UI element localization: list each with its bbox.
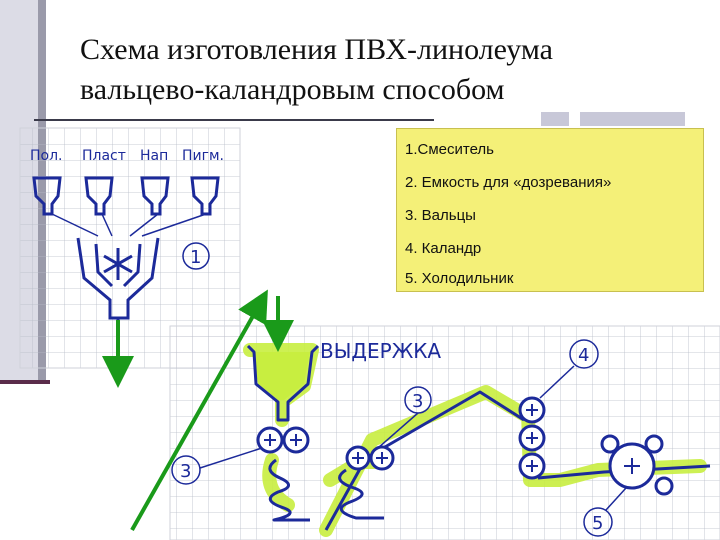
hopper-4 (190, 176, 220, 216)
label-pol: Пол. (30, 148, 63, 164)
cooler-roll-small-3 (654, 476, 674, 496)
legend-item-4: 4. Каландр (405, 240, 482, 257)
roll-centers (264, 404, 640, 474)
title-line-2: вальцево-каландровым способом (80, 73, 505, 106)
bottom-sketch-label: ВЫДЕРЖКА (320, 339, 441, 363)
label-pigm: Пигм. (182, 148, 224, 164)
callout-3b: 3 (412, 391, 423, 412)
bottom-callouts (171, 339, 627, 537)
callout-3a: 3 (180, 461, 191, 482)
cooler-roll-small-2 (644, 434, 664, 454)
legend-item-2: 2. Емкость для «дозревания» (405, 174, 612, 191)
sheet-incline (324, 390, 525, 531)
arrow-up-diagonal (130, 289, 268, 531)
callout-5: 5 (592, 513, 603, 534)
cooler-roll-small-1 (600, 434, 620, 454)
callout-4: 4 (578, 345, 589, 366)
legend-item-3: 3. Вальцы (405, 207, 476, 224)
legend-item-1: 1.Смеситель (405, 141, 494, 158)
legend-box: 1.Смеситель 2. Емкость для «дозревания» … (396, 128, 704, 292)
zigzag-sheet-1 (268, 458, 310, 522)
top-sketch-labels: Пол. Пласт Нап Пигм. (30, 148, 224, 164)
process-lines (246, 344, 711, 531)
feed-arrows (51, 213, 207, 237)
green-arrows (102, 289, 294, 531)
zigzag-sheet-2 (338, 468, 384, 520)
green-fill-hopper (252, 352, 310, 400)
title-underline (34, 119, 434, 121)
slide-title: Схема изготовления ПВХ-линолеума вальцев… (80, 30, 680, 110)
container-2 (246, 344, 320, 422)
label-plast: Пласт (82, 148, 126, 164)
label-nap: Нап (140, 148, 168, 164)
decor-square-wide (580, 112, 685, 126)
sheet-to-cooler (537, 464, 711, 480)
callout-1-text: 1 (190, 247, 201, 268)
title-line-1: Схема изготовления ПВХ-линолеума (80, 33, 553, 66)
callout-1-circle (182, 242, 210, 270)
hopper-3 (140, 176, 170, 216)
decor-short-rule (0, 380, 50, 384)
decor-square-small (541, 112, 569, 126)
bottom-callout-texts: 3 3 4 5 (180, 345, 603, 534)
bottom-sketch-paper (169, 325, 720, 540)
hopper-2 (84, 176, 114, 216)
legend-item-5: 5. Холодильник (405, 270, 514, 287)
